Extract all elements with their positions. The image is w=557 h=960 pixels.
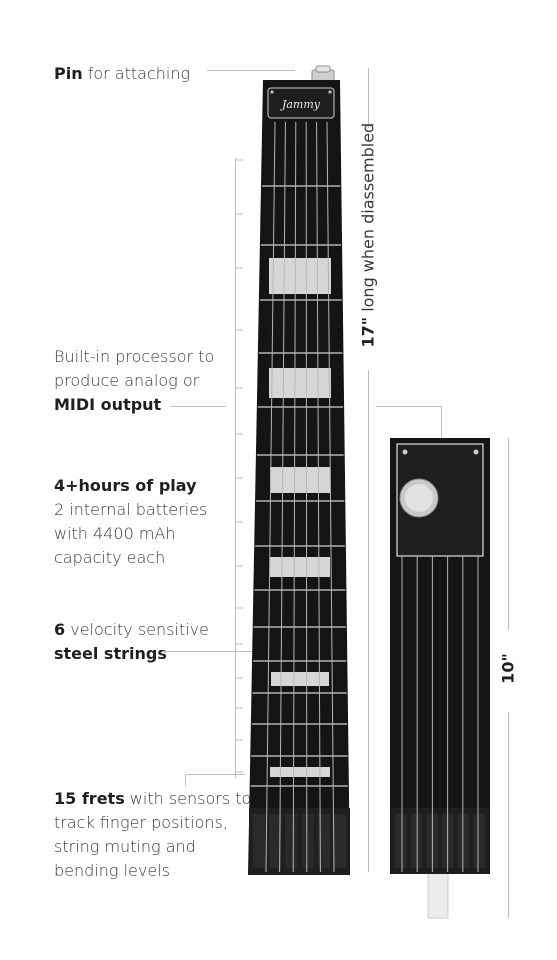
battery-line-1: 2 internal batteries (54, 500, 208, 519)
connector-line-h (376, 406, 442, 407)
neck-base-slot (285, 814, 298, 868)
strings-bold-steel: steel strings (54, 644, 167, 663)
short-dimension-line-bottom (508, 712, 509, 918)
neck-strings (265, 121, 335, 873)
frets-text-1: with sensors to (124, 789, 252, 808)
fret-marker (270, 467, 330, 493)
processor-bold: MIDI output (54, 395, 162, 414)
body-base-slot (473, 814, 485, 868)
neck-base-slot (317, 814, 330, 868)
frets-leader-line-v (185, 774, 186, 786)
strings-annotation: 6 velocity sensitive steel strings (54, 618, 209, 666)
connector-line-v (441, 406, 442, 440)
battery-line-2: with 4400 mAh (54, 524, 176, 543)
frets-annotation: 15 frets with sensors to track finger po… (54, 787, 251, 883)
fret-marker (269, 368, 331, 398)
processor-annotation: Built-in processor to produce analog or … (54, 345, 214, 417)
neck-string (279, 121, 286, 873)
strings-bold-count: 6 (54, 620, 66, 639)
body-strings (401, 556, 479, 872)
fret-marker (270, 767, 330, 777)
fret-marker (271, 672, 329, 686)
battery-annotation: 4+hours of play 2 internal batteries wit… (54, 474, 207, 570)
pin-label: Pin (54, 64, 83, 83)
frets-line-3: string muting and (54, 837, 196, 856)
fret-marker (270, 557, 330, 577)
frets-bold: 15 frets (54, 789, 125, 808)
logo-text: Jammy (280, 98, 321, 111)
fret-marker (269, 258, 331, 294)
neck-base-slot (269, 814, 282, 868)
body-base-block (391, 808, 489, 874)
body-base-slot (457, 814, 470, 868)
screw-icon (402, 449, 408, 455)
fret-ruler (235, 158, 236, 778)
neck-markers (269, 258, 331, 777)
ruler-ticks (235, 159, 243, 773)
neck-base-slot (333, 814, 346, 868)
strings-leader-line (162, 651, 262, 652)
volume-knob-icon (399, 478, 439, 518)
short-dimension-line-top (508, 438, 509, 630)
processor-line-2: produce analog or (54, 371, 200, 390)
neck-string (316, 121, 321, 873)
neck-string (326, 121, 335, 873)
frets-line-2: track finger positions, (54, 813, 228, 832)
processor-line-1: Built-in processor to (54, 347, 215, 366)
body-base-slot (410, 814, 423, 868)
neck-string (265, 121, 276, 873)
long-dimension-line-top (368, 68, 369, 128)
body-base-slot (395, 814, 407, 868)
long-dimension-line-bottom (368, 370, 369, 872)
pin-annotation: Pin for attaching (54, 62, 190, 86)
screw-icon (473, 449, 479, 455)
battery-line-3: capacity each (54, 548, 166, 567)
processor-leader-line (170, 406, 226, 407)
pin-icon (311, 65, 335, 83)
neck-string (292, 121, 297, 873)
neck-base-slots (253, 814, 346, 868)
neck-base-slot (301, 814, 314, 868)
frets-leader-line-h (185, 774, 245, 775)
neck-base-slot (253, 814, 266, 868)
neck-string (305, 121, 308, 873)
pin-text: for attaching (82, 64, 191, 83)
frets-line-4: bending levels (54, 861, 170, 880)
pin-leader-line (207, 70, 295, 71)
battery-bold: 4+hours of play (54, 476, 197, 495)
logo-plate: Jammy (267, 87, 335, 119)
strings-text: velocity sensitive (65, 620, 209, 639)
